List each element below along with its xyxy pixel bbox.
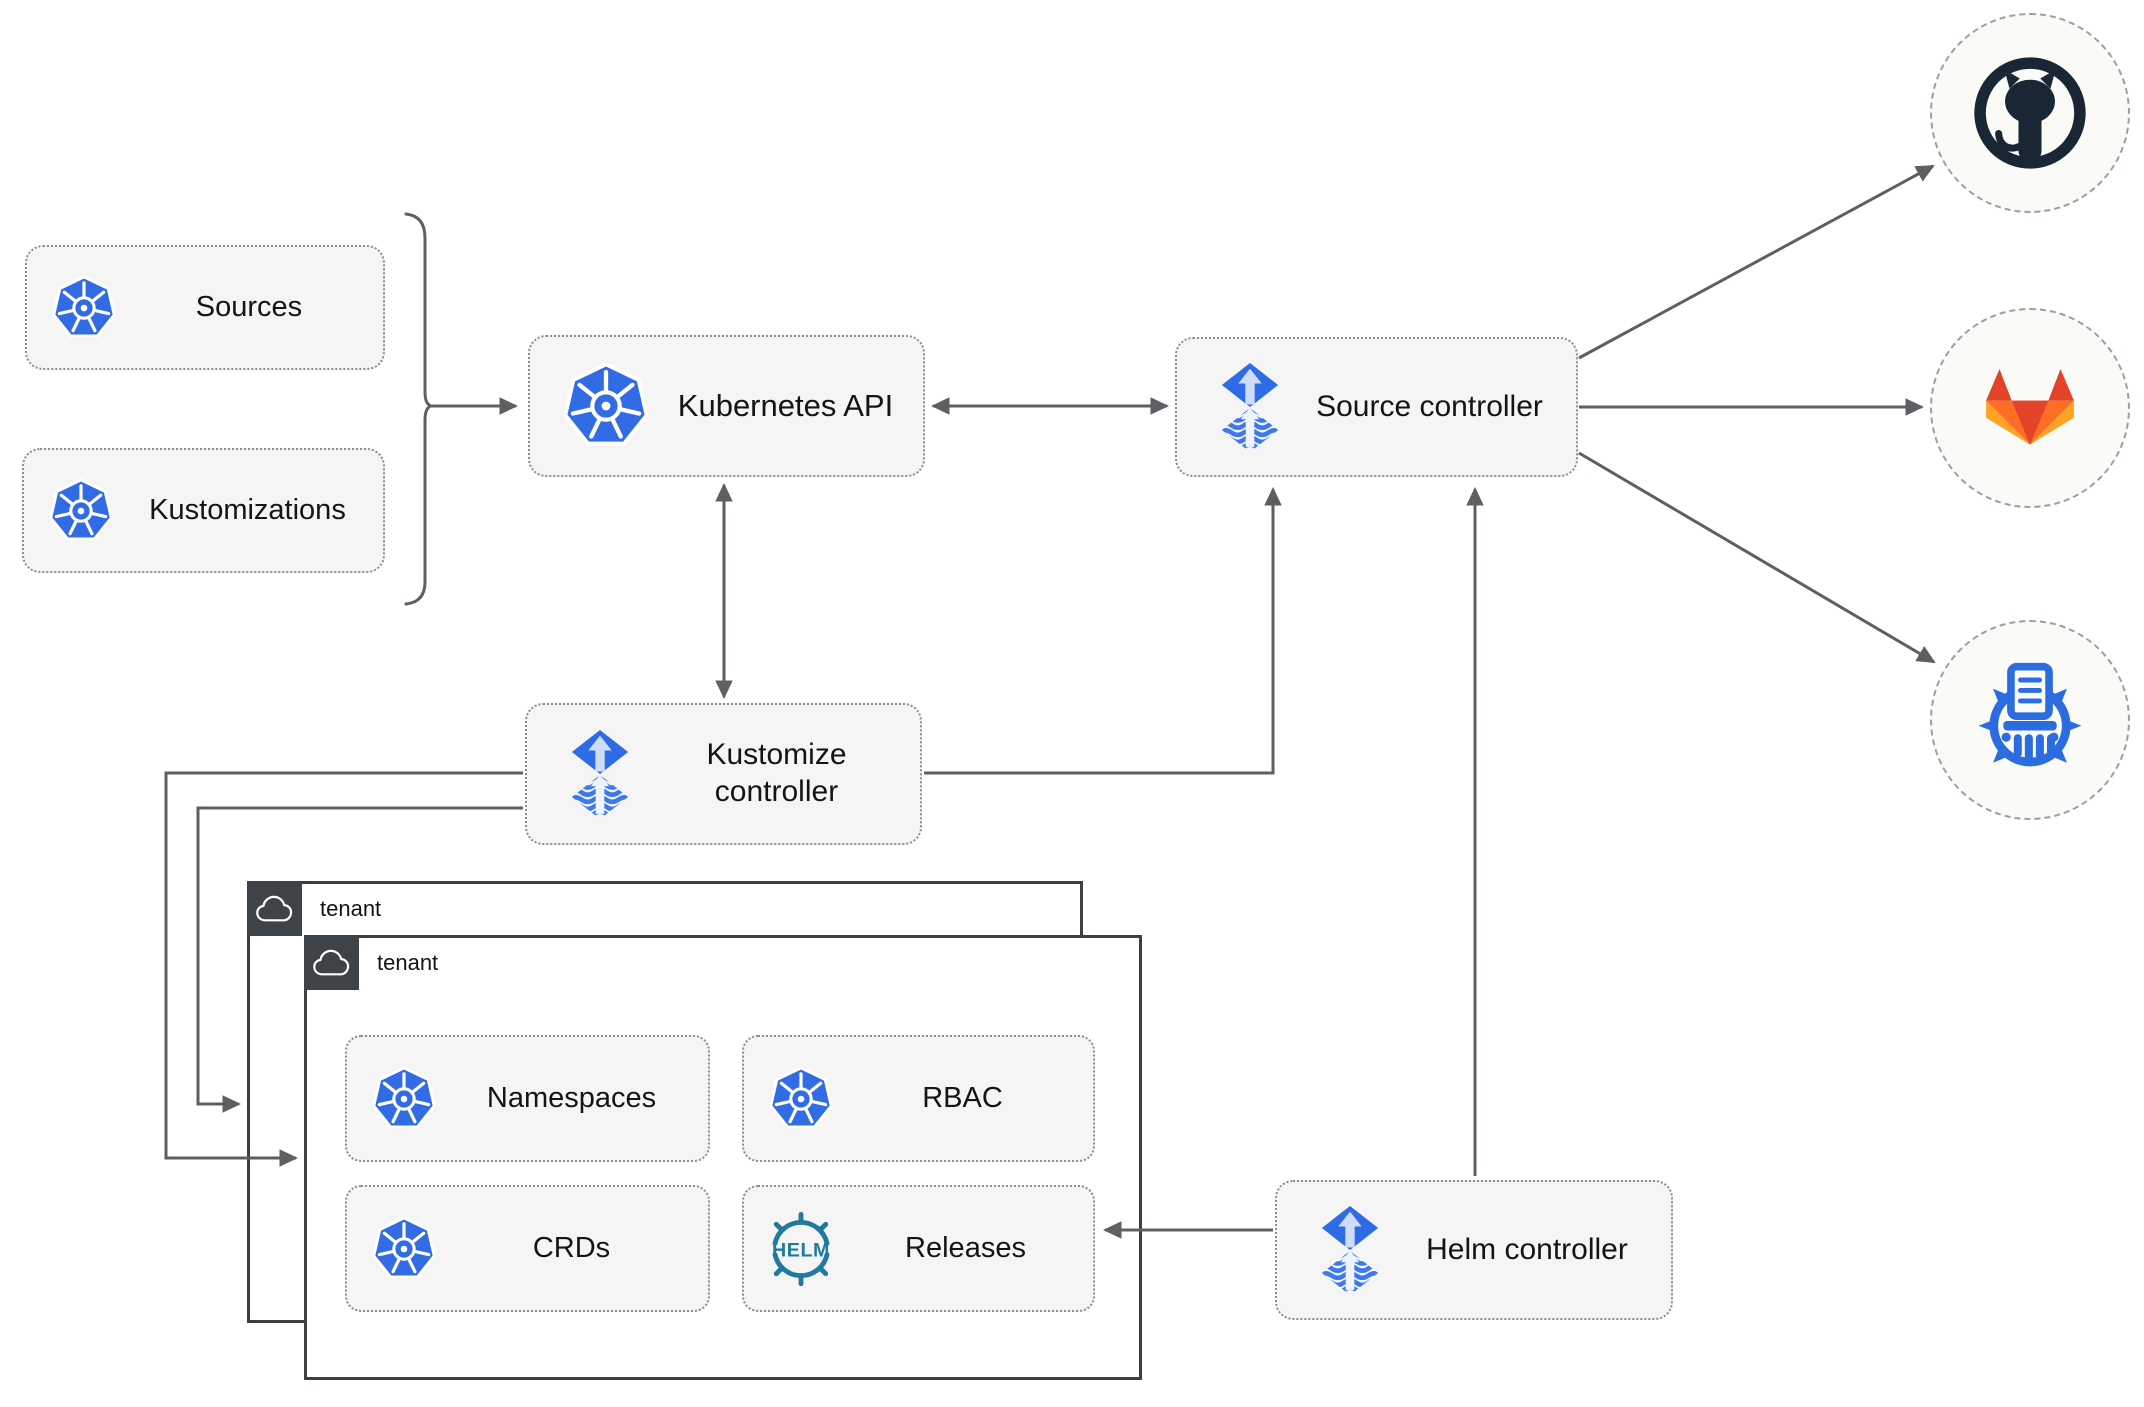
crds-box: CRDs xyxy=(345,1185,710,1312)
kubernetes-icon xyxy=(770,1067,832,1131)
crds-label: CRDs xyxy=(532,1231,611,1264)
source-controller-label: Source controller xyxy=(1316,389,1543,423)
helm-controller-label: Helm controller xyxy=(1426,1232,1628,1266)
sources-box: Sources xyxy=(25,245,385,370)
cloud-icon xyxy=(304,935,359,990)
releases-label: Releases xyxy=(905,1231,1026,1264)
kubernetes-api-box: Kubernetes API xyxy=(528,335,925,477)
arrow-source-to-github xyxy=(1578,164,1935,360)
helm-controller-box: Helm controller xyxy=(1275,1180,1673,1320)
kubernetes-icon xyxy=(53,276,115,340)
kustomize-controller-box: Kustomize controller xyxy=(525,703,922,845)
gitlab-icon xyxy=(1986,368,2074,445)
flux-icon xyxy=(1317,1205,1383,1295)
kubernetes-icon xyxy=(50,479,112,543)
cloud-icon xyxy=(247,881,302,936)
releases-box: HELM Releases xyxy=(742,1185,1095,1312)
kustomizations-label: Kustomizations xyxy=(149,493,346,526)
source-controller-box: Source controller xyxy=(1175,337,1578,477)
github-remote xyxy=(1930,13,2130,213)
arrow-source-to-helm-repository xyxy=(1578,451,1936,664)
rbac-box: RBAC xyxy=(742,1035,1095,1162)
kubernetes-icon xyxy=(373,1067,435,1131)
sources-group-bracket xyxy=(404,212,436,606)
sources-label: Sources xyxy=(195,290,303,323)
rbac-label: RBAC xyxy=(922,1081,1003,1114)
kustomize-controller-label: Kustomize controller xyxy=(706,738,847,808)
kubernetes-api-label: Kubernetes API xyxy=(677,388,894,424)
tenant-label: tenant xyxy=(377,949,439,975)
helm-repository-remote xyxy=(1930,620,2130,820)
helm-logo-text: HELM xyxy=(772,1239,830,1261)
namespaces-box: Namespaces xyxy=(345,1035,710,1162)
helm-icon: HELM xyxy=(764,1211,838,1286)
kustomizations-box: Kustomizations xyxy=(22,448,385,573)
namespaces-label: Namespaces xyxy=(486,1081,657,1114)
helm-repository-icon xyxy=(1978,662,2082,767)
kubernetes-icon xyxy=(373,1217,435,1281)
arrow-kustomize-to-source-controller xyxy=(924,487,1282,775)
kubernetes-icon xyxy=(564,363,648,449)
tenant-label: tenant xyxy=(320,895,382,921)
gitlab-remote xyxy=(1930,308,2130,508)
flux-icon xyxy=(567,729,633,819)
github-icon xyxy=(1974,57,2086,169)
flux-icon xyxy=(1217,362,1283,452)
